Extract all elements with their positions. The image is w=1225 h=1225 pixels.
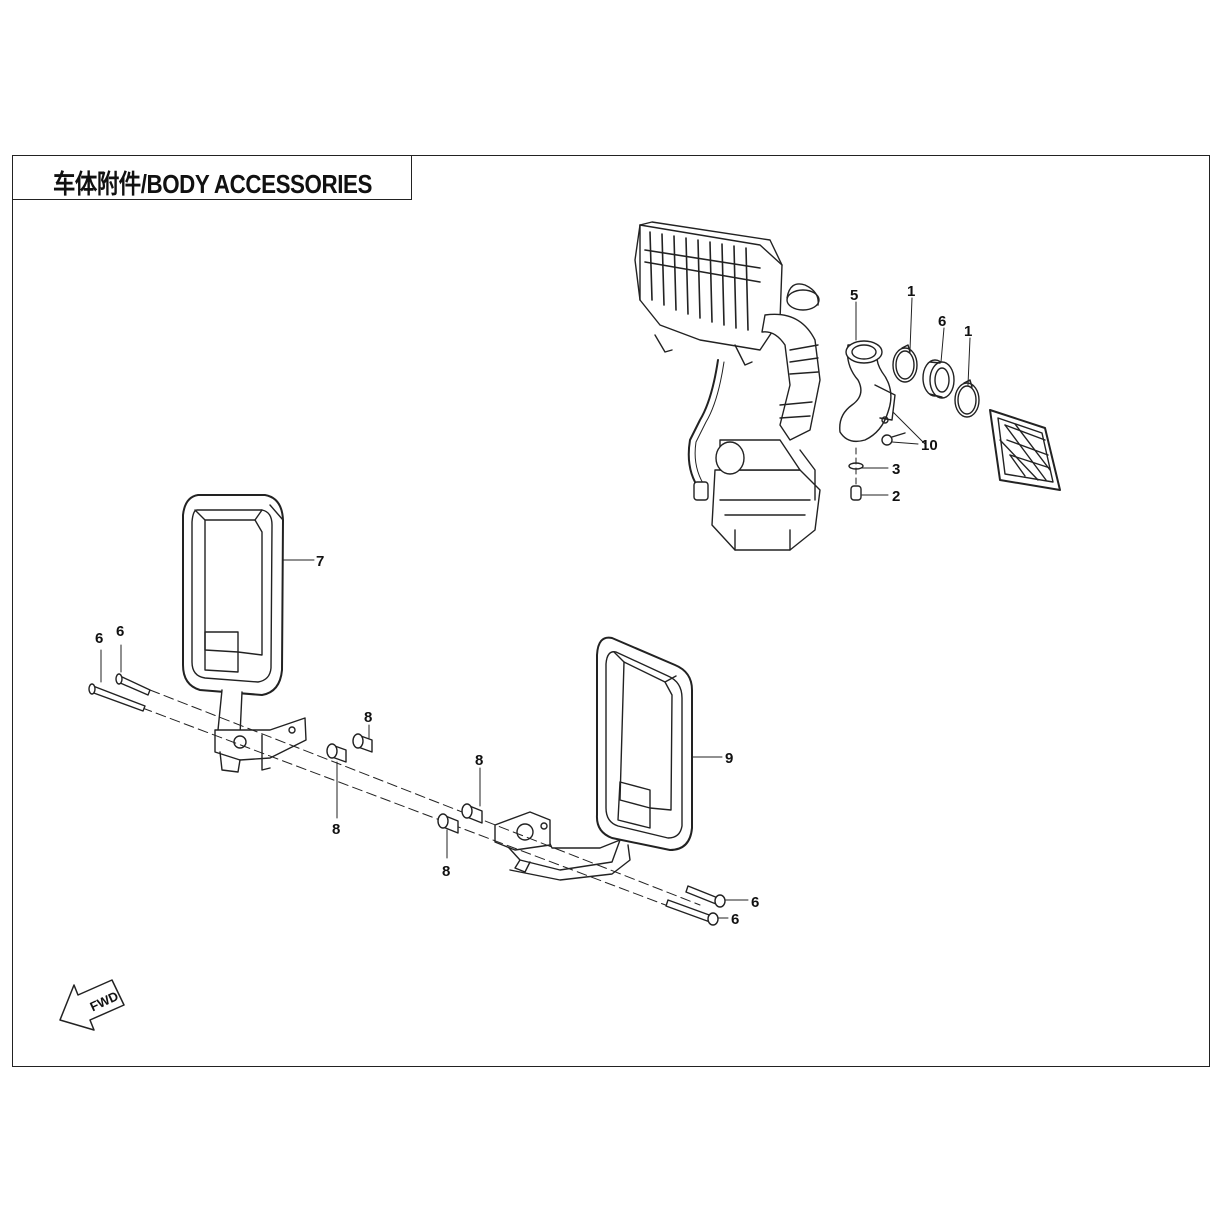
assembly-axis-lines	[99, 689, 701, 919]
title-box: 车体附件/BODY ACCESSORIES	[12, 155, 412, 200]
spacer-8	[326, 743, 347, 763]
callout-8: 8	[442, 863, 450, 880]
callout-6: 6	[95, 630, 103, 647]
hose-clamp	[954, 379, 980, 418]
spacer-8	[352, 733, 373, 753]
fwd-arrow-icon: FWD	[59, 979, 125, 1031]
callout-10: 10	[921, 437, 938, 454]
callout-7: 7	[316, 553, 324, 570]
leader-lines	[100, 297, 971, 919]
callout-8: 8	[475, 752, 483, 769]
callout-6: 6	[731, 911, 739, 928]
intake-elbow-hose	[839, 340, 896, 443]
right-mirror	[494, 636, 693, 881]
spacer-8	[461, 803, 483, 824]
callout-1: 1	[964, 323, 972, 340]
callout-3: 3	[892, 461, 900, 478]
callout-1: 1	[907, 283, 915, 300]
callout-8: 8	[332, 821, 340, 838]
callout-9: 9	[725, 750, 733, 767]
callout-5: 6	[938, 313, 946, 330]
bolt-6	[115, 673, 151, 696]
spacer-8	[437, 813, 459, 834]
screw-10	[881, 432, 906, 446]
plug-2	[850, 485, 862, 501]
callout-2: 2	[892, 488, 900, 505]
rubber-coupler	[922, 359, 955, 399]
air-box-assembly	[634, 221, 821, 551]
page-title: 车体附件/BODY ACCESSORIES	[53, 169, 372, 199]
air-filter-cover	[989, 409, 1061, 491]
bolt-6	[665, 899, 719, 926]
screw-10	[881, 416, 889, 424]
hose-clamp	[892, 344, 918, 383]
bolt-6	[88, 683, 146, 712]
callout-4: 5	[850, 287, 858, 304]
callout-8: 8	[364, 709, 372, 726]
callout-6: 6	[116, 623, 124, 640]
bolt-6	[685, 885, 726, 908]
callout-6: 6	[751, 894, 759, 911]
drawing-frame	[12, 155, 1210, 1067]
